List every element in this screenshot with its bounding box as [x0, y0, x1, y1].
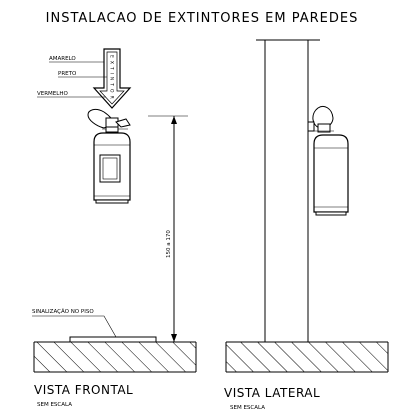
height-dimension: 150 a 170	[148, 115, 188, 342]
arrow-sign: EXTINTOR	[92, 48, 132, 109]
front-view: SINALIZAÇÃO NO PISO EXTINTOR AMARELO PRE…	[32, 48, 197, 408]
floor-marking-leader	[32, 315, 117, 338]
front-view-caption: VISTA FRONTAL	[34, 383, 133, 397]
floor-marking-plate	[69, 336, 157, 343]
side-view-caption: VISTA LATERAL	[224, 386, 320, 400]
front-extinguisher	[87, 108, 131, 204]
height-dimension-label: 150 a 170	[166, 230, 172, 258]
arrow-sign-text: EXTINTOR	[109, 55, 115, 102]
yellow-callout-label: AMARELO	[49, 56, 76, 62]
side-extinguisher	[307, 105, 349, 216]
side-view-scale-note: SEM ESCALA	[230, 405, 265, 411]
floor-marking-label: SINALIZAÇÃO NO PISO	[32, 308, 94, 315]
side-wall	[256, 39, 320, 342]
front-floor-slab	[34, 342, 196, 372]
side-view: VISTA LATERAL SEM ESCALA	[224, 39, 389, 411]
side-floor-slab	[226, 342, 388, 372]
page-title: INSTALACAO DE EXTINTORES EM PAREDES	[46, 11, 359, 26]
front-view-scale-note: SEM ESCALA	[37, 402, 72, 408]
black-callout-label: PRETO	[58, 71, 77, 77]
red-callout-label: VERMELHO	[37, 91, 68, 97]
